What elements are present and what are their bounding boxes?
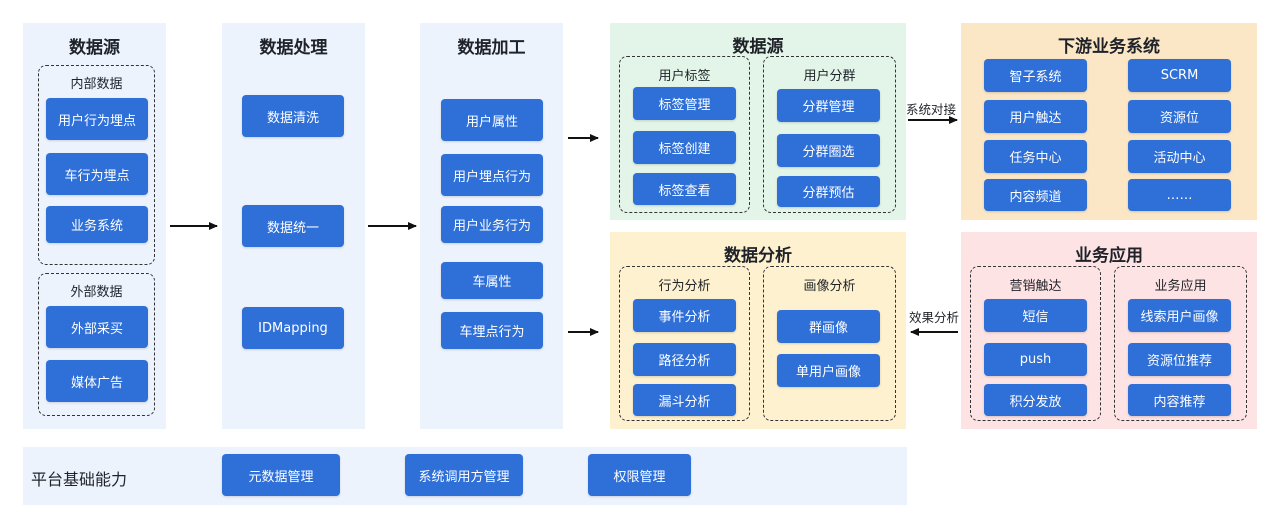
- user-reach-node[interactable]: 用户触达: [984, 100, 1087, 133]
- external-data-group: 外部数据: [38, 273, 155, 416]
- permission-management-node[interactable]: 权限管理: [588, 454, 691, 496]
- resource-slot-node[interactable]: 资源位: [1128, 100, 1231, 133]
- business-apps-group: 业务应用: [1114, 266, 1247, 421]
- data-source-title: 数据源: [69, 38, 120, 58]
- data-cleaning-node[interactable]: 数据清洗: [242, 95, 344, 137]
- downstream-panel-title: 下游业务系统: [1058, 37, 1160, 57]
- data-source-column: 数据源 内部数据 用户行为埋点 车行为埋点 业务系统 外部数据 外部采买 媒体广…: [23, 23, 166, 429]
- system-connect-label: 系统对接: [906, 102, 957, 117]
- idmapping-node[interactable]: IDMapping: [242, 307, 344, 349]
- points-issue-node[interactable]: 积分发放: [984, 384, 1087, 416]
- applications-panel-title: 业务应用: [1075, 246, 1143, 266]
- external-purchase-node[interactable]: 外部采买: [46, 306, 148, 348]
- applications-panel: 业务应用 营销触达 短信 push 积分发放 业务应用 线索用户画像 资源位推荐…: [961, 232, 1257, 429]
- data-processing-column: 数据处理 数据清洗 数据统一 IDMapping: [222, 23, 365, 429]
- metadata-management-node[interactable]: 元数据管理: [222, 454, 340, 496]
- user-segments-group: 用户分群: [763, 56, 896, 213]
- platform-bar: 平台基础能力 元数据管理 系统调用方管理 权限管理: [23, 447, 907, 505]
- business-apps-title: 业务应用: [1154, 279, 1207, 294]
- behavior-analysis-group: 行为分析: [619, 266, 750, 421]
- datasource-panel-title: 数据源: [732, 37, 784, 57]
- user-attribute-node[interactable]: 用户属性: [441, 99, 543, 141]
- portrait-analysis-title: 画像分析: [803, 279, 856, 294]
- segment-management-node[interactable]: 分群管理: [777, 89, 880, 122]
- marketing-reach-group: 营销触达: [970, 266, 1101, 421]
- user-segments-title: 用户分群: [803, 69, 856, 84]
- effect-analysis-label: 效果分析: [909, 310, 960, 325]
- scrm-node[interactable]: SCRM: [1128, 59, 1231, 92]
- group-portrait-node[interactable]: 群画像: [777, 310, 880, 343]
- task-center-node[interactable]: 任务中心: [984, 140, 1087, 173]
- path-analysis-node[interactable]: 路径分析: [633, 343, 736, 376]
- sms-node[interactable]: 短信: [984, 299, 1087, 332]
- content-recommend-node[interactable]: 内容推荐: [1128, 384, 1231, 416]
- event-analysis-node[interactable]: 事件分析: [633, 299, 736, 332]
- activity-center-node[interactable]: 活动中心: [1128, 140, 1231, 173]
- datasource-panel: 数据源 用户标签 标签管理 标签创建 标签查看 用户分群 分群管理 分群圈选 分…: [610, 23, 906, 220]
- behavior-analysis-title: 行为分析: [658, 279, 711, 294]
- user-business-behavior-node[interactable]: 用户业务行为: [441, 206, 543, 243]
- business-system-node[interactable]: 业务系统: [46, 206, 148, 243]
- internal-data-group: 内部数据: [38, 65, 155, 265]
- vehicle-behavior-tracking-node[interactable]: 车行为埋点: [46, 153, 148, 195]
- vehicle-attribute-node[interactable]: 车属性: [441, 262, 543, 299]
- platform-title: 平台基础能力: [31, 470, 128, 489]
- external-data-title: 外部数据: [70, 285, 123, 300]
- marketing-reach-title: 营销触达: [1009, 279, 1062, 294]
- portrait-analysis-group: 画像分析: [763, 266, 896, 421]
- data-unify-node[interactable]: 数据统一: [242, 205, 344, 247]
- user-tags-title: 用户标签: [658, 69, 711, 84]
- user-behavior-tracking-node[interactable]: 用户行为埋点: [46, 98, 148, 140]
- internal-data-title: 内部数据: [70, 77, 123, 92]
- tag-create-node[interactable]: 标签创建: [633, 131, 736, 164]
- data-enrichment-title: 数据加工: [457, 38, 526, 58]
- data-processing-title: 数据处理: [259, 38, 328, 58]
- lead-user-portrait-node[interactable]: 线索用户画像: [1128, 299, 1231, 332]
- media-ads-node[interactable]: 媒体广告: [46, 360, 148, 402]
- user-tracking-behavior-node[interactable]: 用户埋点行为: [441, 154, 543, 196]
- segment-select-node[interactable]: 分群圈选: [777, 134, 880, 167]
- push-node[interactable]: push: [984, 343, 1087, 376]
- more-node[interactable]: ……: [1128, 179, 1231, 211]
- analysis-panel-title: 数据分析: [724, 246, 792, 266]
- user-tags-group: 用户标签: [619, 56, 750, 213]
- zhizi-system-node[interactable]: 智子系统: [984, 59, 1087, 92]
- segment-estimate-node[interactable]: 分群预估: [777, 176, 880, 207]
- caller-management-node[interactable]: 系统调用方管理: [405, 454, 523, 496]
- funnel-analysis-node[interactable]: 漏斗分析: [633, 384, 736, 416]
- tag-management-node[interactable]: 标签管理: [633, 87, 736, 120]
- downstream-panel: 下游业务系统 智子系统 SCRM 用户触达 资源位 任务中心 活动中心 内容频道…: [961, 23, 1257, 220]
- analysis-panel: 数据分析 行为分析 事件分析 路径分析 漏斗分析 画像分析 群画像 单用户画像: [610, 232, 906, 429]
- resource-slot-recommend-node[interactable]: 资源位推荐: [1128, 343, 1231, 376]
- content-channel-node[interactable]: 内容频道: [984, 179, 1087, 211]
- tag-view-node[interactable]: 标签查看: [633, 173, 736, 205]
- vehicle-tracking-behavior-node[interactable]: 车埋点行为: [441, 312, 543, 349]
- data-enrichment-column: 数据加工 用户属性 用户埋点行为 用户业务行为 车属性 车埋点行为: [420, 23, 563, 429]
- single-user-portrait-node[interactable]: 单用户画像: [777, 354, 880, 387]
